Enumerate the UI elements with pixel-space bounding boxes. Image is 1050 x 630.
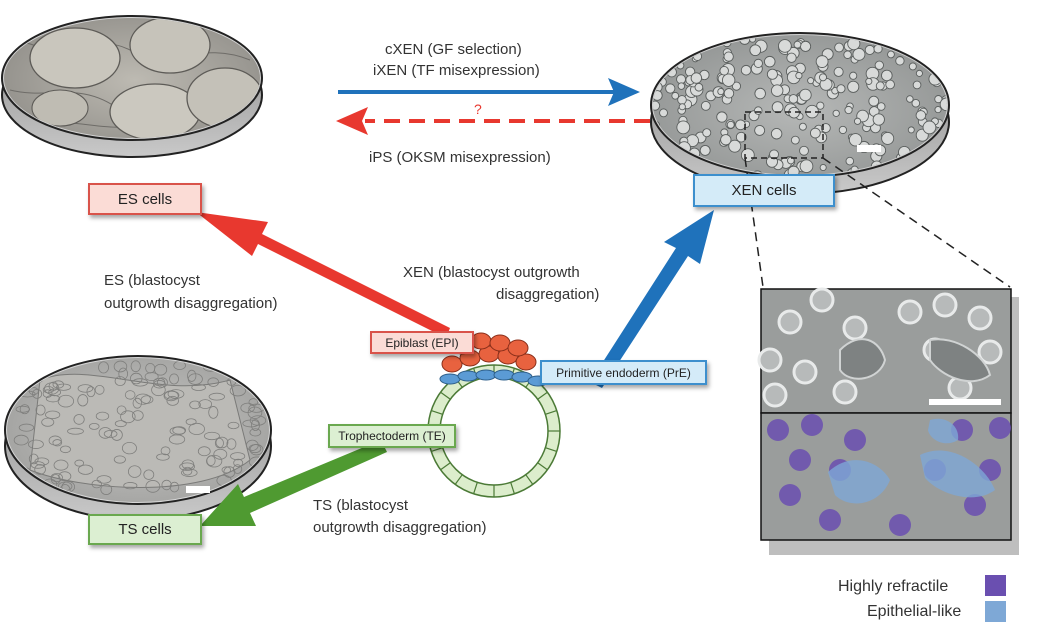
legend-highly-refractile: Highly refractile	[838, 578, 949, 595]
xen-cell-dish	[650, 32, 950, 195]
epiblast-box: Epiblast (EPI)	[370, 331, 474, 354]
ts-cell-dish	[4, 355, 272, 521]
ips-dashed-arrow	[336, 107, 650, 135]
epithelial-like-swatch	[985, 601, 1006, 622]
es-derivation-label-1: ES (blastocyst	[104, 272, 200, 289]
xen-derivation-arrow	[590, 210, 714, 388]
ts-cells-box: TS cells	[88, 514, 202, 545]
ts-derivation-label-1: TS (blastocyst	[313, 497, 409, 514]
es-derivation-arrow	[196, 212, 450, 338]
cxen-ixen-arrow	[338, 78, 640, 106]
primitive-endoderm-box: Primitive endoderm (PrE)	[540, 360, 707, 385]
ixen-label: iXEN (TF misexpression)	[373, 62, 540, 79]
xen-derivation-label-2: disaggregation)	[496, 286, 600, 303]
xen-cells-box: XEN cells	[693, 174, 835, 207]
ts-derivation-arrow	[200, 440, 387, 526]
xen-derivation-label-1: XEN (blastocyst outgrowth	[403, 264, 580, 281]
es-derivation-label-2: outgrowth disaggregation)	[104, 295, 278, 312]
blastocyst	[427, 332, 561, 498]
es-cells-box: ES cells	[88, 183, 202, 215]
trophectoderm-box: Trophectoderm (TE)	[328, 424, 456, 448]
ts-derivation-label-2: outgrowth disaggregation)	[313, 519, 487, 536]
unknown-mark: ?	[474, 101, 482, 117]
cxen-label: cXEN (GF selection)	[385, 41, 522, 58]
legend-epithelial-like: Epithelial-like	[867, 603, 962, 620]
highly-refractile-swatch	[985, 575, 1006, 596]
zoom-micrograph	[757, 287, 1019, 555]
ips-label: iPS (OKSM misexpression)	[369, 149, 551, 166]
es-cell-dish	[1, 15, 263, 158]
